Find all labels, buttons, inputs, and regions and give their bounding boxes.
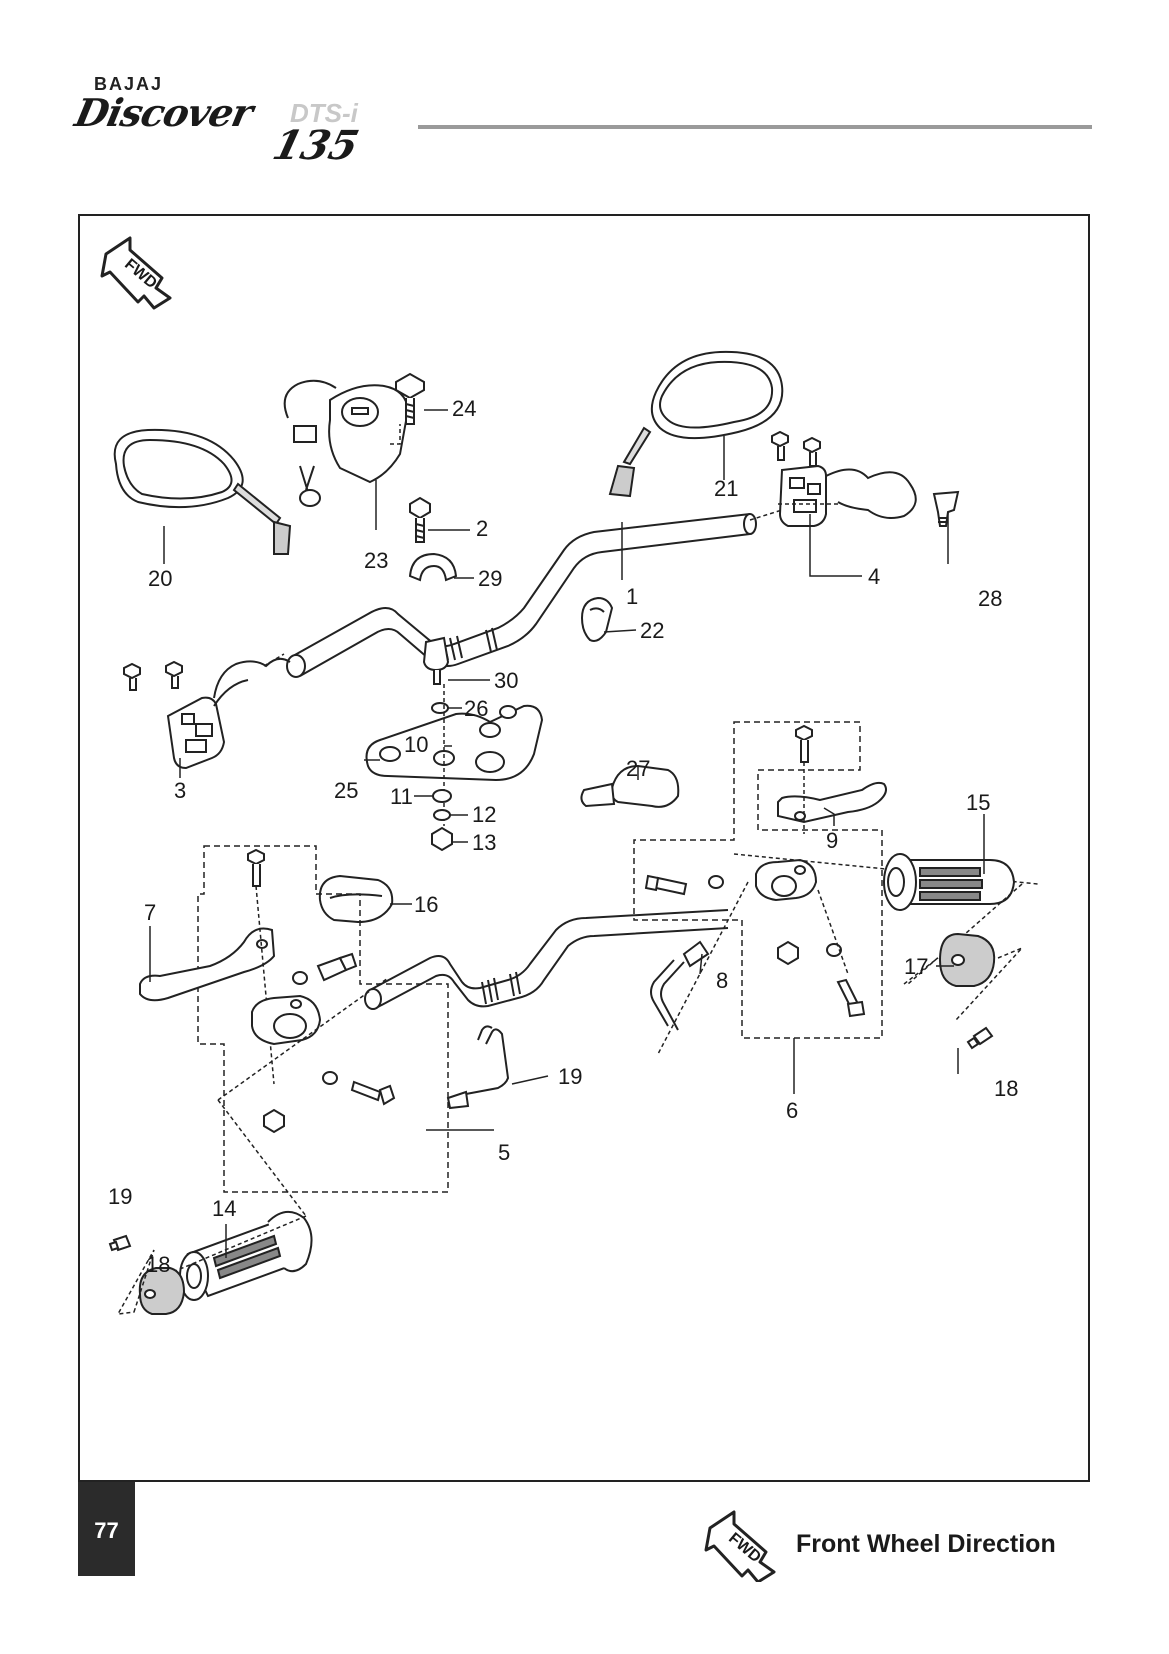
callout-16: 16	[414, 892, 438, 917]
callout-24: 24	[452, 396, 476, 421]
callout-23: 23	[364, 548, 388, 573]
nut-5	[263, 1108, 285, 1134]
header-rule	[418, 125, 1092, 129]
part-28	[932, 490, 960, 527]
left-switch-assembly	[123, 657, 291, 770]
left-mirror	[113, 428, 292, 555]
callout-12: 12	[472, 802, 496, 827]
callout-19-left: 19	[108, 1184, 132, 1209]
upper-handlebar	[286, 513, 757, 678]
box-6	[633, 721, 883, 1039]
callout-26: 26	[464, 696, 488, 721]
callout-10: 10	[404, 732, 428, 757]
callout-27: 27	[626, 756, 650, 781]
callout-21: 21	[714, 476, 738, 501]
callout-28: 28	[978, 586, 1002, 611]
brake-holder	[755, 858, 818, 902]
callout-17: 17	[904, 954, 928, 979]
callout-11: 11	[390, 784, 413, 809]
brand-logo: BAJAJ Discover DTS-i 135	[71, 68, 414, 169]
bolt-24	[395, 372, 425, 425]
nut-6	[777, 940, 799, 966]
washer-6b	[826, 943, 842, 957]
cable-8	[650, 940, 710, 1031]
washer-5a	[292, 971, 308, 985]
bolt-6-lower	[836, 978, 866, 1018]
washer-12	[433, 809, 451, 821]
callout-5: 5	[498, 1140, 510, 1165]
part-27	[580, 764, 680, 808]
clamp-29	[408, 552, 458, 582]
diagram-frame	[78, 214, 1090, 1482]
screw-18-right	[966, 1026, 994, 1050]
bolt-6-upper	[795, 724, 813, 763]
fwd-arrow-icon: FWD	[100, 236, 172, 310]
clutch-lever-7	[139, 927, 276, 1002]
screw-19-left	[108, 1234, 132, 1252]
callout-3: 3	[174, 778, 186, 803]
washer-11	[432, 789, 452, 803]
callout-19-right: 19	[558, 1064, 582, 1089]
lower-handlebar	[364, 909, 729, 1010]
callout-13: 13	[472, 830, 496, 855]
adjuster-6	[644, 874, 688, 896]
grip-15	[883, 853, 1016, 911]
clutch-holder	[251, 994, 322, 1046]
callout-15: 15	[966, 790, 990, 815]
brand-variant: DTS-i	[290, 98, 358, 128]
right-switch-assembly	[771, 430, 917, 527]
brand-maker: BAJAJ	[94, 74, 164, 94]
bolt-5-upper	[247, 848, 265, 887]
bar-end-18-left	[138, 1267, 186, 1315]
callout-1: 1	[626, 584, 638, 609]
washer-5b	[322, 1071, 338, 1085]
page-number: 77	[94, 1518, 119, 1543]
callout-22: 22	[640, 618, 664, 643]
bolt-5-lower	[350, 1080, 396, 1106]
callout-20: 20	[148, 566, 172, 591]
page-number-tab: 77	[78, 1482, 135, 1576]
callout-18-right: 18	[994, 1076, 1018, 1101]
callout-18-left: 18	[146, 1252, 170, 1277]
callout-2: 2	[476, 516, 488, 541]
part-30	[422, 636, 450, 685]
box-5	[197, 845, 449, 1193]
bolt-2	[409, 496, 431, 543]
brand-model: Discover	[71, 90, 257, 135]
callout-14: 14	[212, 1196, 236, 1221]
adjuster-5	[316, 952, 358, 982]
brake-lever-9	[777, 781, 887, 824]
callout-7: 7	[144, 900, 156, 925]
callout-9: 9	[826, 828, 838, 853]
washer-26	[431, 702, 449, 714]
brand-number: 135	[268, 122, 364, 169]
legend-text: Front Wheel Direction	[796, 1530, 1056, 1558]
callout-6: 6	[786, 1098, 798, 1123]
right-mirror	[608, 350, 784, 498]
nut-13	[431, 826, 453, 852]
fwd-arrow-icon: FWD	[704, 1510, 776, 1582]
fwd-legend: FWD Front Wheel Direction	[704, 1510, 1094, 1582]
callout-30: 30	[494, 668, 518, 693]
clip-22	[580, 596, 614, 642]
callout-29: 29	[478, 566, 502, 591]
ignition-switch	[283, 379, 410, 507]
exploded-parts-diagram: FWD	[100, 236, 1039, 1315]
cable-19	[446, 1025, 510, 1110]
washer-6a	[708, 875, 724, 889]
callout-8: 8	[716, 968, 728, 993]
top-plate-25	[365, 704, 544, 782]
leader-lines	[149, 409, 985, 1258]
bar-end-17	[938, 932, 996, 987]
grip-14	[179, 1211, 313, 1301]
callout-4: 4	[868, 564, 880, 589]
callout-25: 25	[334, 778, 358, 803]
part-16	[318, 874, 394, 924]
